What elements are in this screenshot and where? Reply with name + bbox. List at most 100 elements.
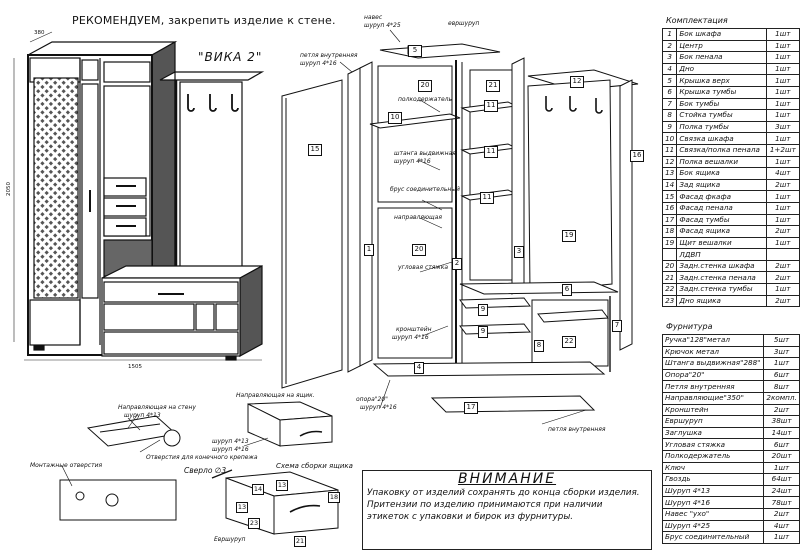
leader-lines [339, 29, 587, 425]
row-number: 13 [661, 167, 678, 180]
label-uglovaya-styazhka: угловая стяжка [398, 264, 449, 271]
part-name: Задн.стенка тумбы [676, 283, 767, 296]
row-number: 12 [661, 155, 678, 169]
model-name: "ВИКА 2" [198, 50, 263, 64]
label-napravl-yashik: Направляющая на ящик. [236, 392, 315, 399]
hardware-qty: 78шт [763, 496, 800, 509]
hardware-name: Заглушка [661, 426, 765, 440]
part-15: 15 [308, 144, 322, 156]
komplektatsiya-row: ЛДВП [661, 248, 800, 261]
part-16: 16 [630, 150, 644, 162]
part-name: Щит вешалки [676, 236, 767, 250]
part-20a: 20 [418, 80, 432, 92]
part-name: Дно ящика [676, 294, 767, 308]
part-qty: 2шт [765, 271, 800, 285]
part-qty: 1шт [765, 97, 800, 111]
row-number: 18 [661, 225, 678, 238]
label-montazh: Монтажные отверстия [30, 462, 103, 469]
part-name: Крышка верх [676, 74, 767, 87]
hardware-name: Ручка"128"метал [661, 334, 765, 347]
label-evroshurup-drawer: Евршуруп [214, 536, 246, 543]
label-evroshurup-top: евршуруп [448, 20, 480, 27]
part-name: Задн.стенка пенала [676, 271, 767, 285]
drawer-part-14: 14 [252, 484, 264, 495]
part-qty: 1шт [765, 132, 800, 145]
label-otverstiya: Отверстия для конечного крепежа [146, 454, 258, 461]
part-qty: 1шт [765, 62, 800, 76]
part-3: 3 [514, 246, 524, 258]
part-11c: 11 [480, 192, 494, 204]
part-name: Связка шкафа [676, 132, 767, 145]
part-qty: 1шт [765, 39, 800, 53]
hardware-qty: 6шт [763, 438, 800, 451]
hardware-qty: 8шт [763, 380, 800, 393]
hardware-name: Ключ [661, 461, 765, 475]
komplektatsiya-title: Комплектация [666, 16, 728, 25]
row-number: 4 [661, 62, 678, 76]
label-naves: навес [364, 14, 383, 21]
hardware-name: Петля внутренняя [661, 380, 765, 393]
row-number: 19 [661, 236, 678, 250]
hardware-qty: 3шт [763, 345, 800, 359]
part-4: 4 [414, 362, 424, 374]
row-number: 6 [661, 85, 678, 99]
part-qty: 1шт [765, 28, 800, 41]
hardware-qty: 1шт [763, 461, 800, 475]
dimension-lines [13, 31, 262, 361]
part-22: 22 [562, 336, 576, 348]
label-shurup-4x16-d: шуруп 4*16 [360, 404, 397, 411]
part-1: 1 [364, 244, 374, 256]
part-7: 7 [612, 320, 622, 332]
row-number: 14 [661, 178, 678, 192]
part-qty: 1шт [765, 283, 800, 296]
furnitura-row: Направляющие"350"2компл. [661, 391, 800, 405]
drawer-part-13: 13 [236, 502, 248, 513]
part-qty: 1шт [765, 85, 800, 99]
part-19: 19 [562, 230, 576, 242]
label-shurup-4x16-b: шуруп 4*16 [394, 158, 431, 165]
hardware-qty: 4шт [763, 519, 800, 533]
part-name: Зад ящика [676, 178, 767, 192]
label-sverlo: Сверло ∅3 [184, 466, 227, 475]
furnitura-row: Штанга выдвижная"288"1шт [661, 357, 800, 370]
notice-line-1: Упаковку от изделий сохранять до конца с… [367, 488, 640, 498]
drawer-part-18: 18 [328, 492, 340, 503]
row-number: 22 [661, 283, 678, 296]
row-number: 1 [661, 28, 678, 41]
hardware-qty: 1шт [763, 357, 800, 370]
part-name: Крышка тумбы [676, 85, 767, 99]
part-name: Бок тумбы [676, 97, 767, 111]
hardware-name: Навес "ухо" [661, 507, 765, 521]
label-napravlyayushchaya: направляющая [394, 214, 442, 221]
row-number: 5 [661, 74, 678, 87]
notice-line-3: этикеток с упаковки и бирок из фурнитуры… [367, 512, 574, 522]
part-11b: 11 [484, 146, 498, 158]
label-polkoderzhatel: полкодержатель [398, 96, 453, 103]
drawer-part-21: 21 [294, 536, 306, 547]
hardware-qty: 1шт [763, 531, 800, 544]
row-number: 11 [661, 143, 678, 157]
hardware-name: Шуруп 4*13 [661, 484, 765, 498]
hardware-name: Кронштейн [661, 403, 765, 417]
part-name: Бок пенала [676, 51, 767, 64]
row-number: 23 [661, 294, 678, 308]
part-21: 21 [486, 80, 500, 92]
